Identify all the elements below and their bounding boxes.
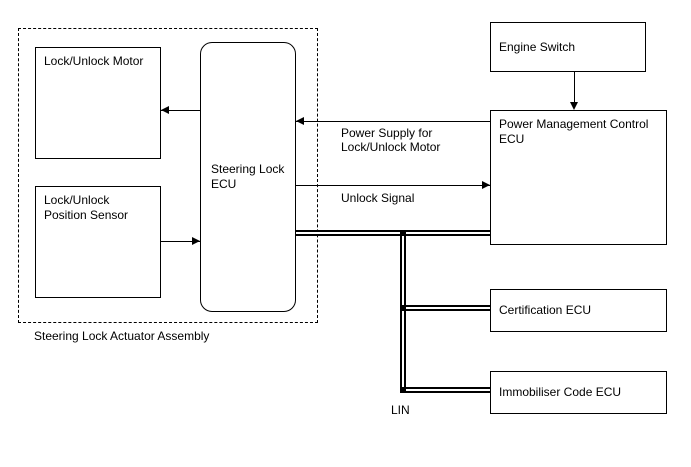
power-supply-arrowhead-icon	[296, 117, 304, 125]
lin-bus-label: LIN	[391, 403, 410, 417]
motor-arrowhead-icon	[161, 106, 169, 114]
node-certification-ecu-label: Certification ECU	[499, 303, 592, 317]
node-engine-switch-label: Engine Switch	[499, 39, 576, 54]
engine-switch-arrowhead-icon	[570, 102, 578, 110]
motor-connector-line	[161, 110, 200, 111]
node-certification-ecu: Certification ECU	[490, 289, 667, 332]
lin-bus-vertical-line	[400, 230, 406, 393]
steering-lock-actuator-assembly-boundary	[18, 28, 318, 323]
lin-bus-main-line	[296, 230, 490, 236]
node-power-management-control-ecu-label: Power Management Control ECU	[499, 117, 649, 146]
node-steering-lock-ecu: Steering Lock ECU	[200, 42, 296, 312]
node-lock-unlock-position-sensor: Lock/Unlock Position Sensor	[35, 186, 161, 298]
assembly-label: Steering Lock Actuator Assembly	[34, 329, 210, 343]
sensor-connector-line	[161, 241, 200, 242]
unlock-signal-label: Unlock Signal	[341, 191, 415, 205]
engine-switch-connector-line	[574, 72, 575, 103]
lin-bus-immobiliser-branch	[400, 387, 490, 393]
lin-bus-junction-top	[400, 230, 406, 236]
unlock-signal-arrowhead-icon	[482, 181, 490, 189]
node-immobiliser-code-ecu: Immobiliser Code ECU	[490, 371, 667, 414]
power-supply-label: Power Supply for Lock/Unlock Motor	[341, 126, 441, 155]
node-immobiliser-code-ecu-label: Immobiliser Code ECU	[499, 385, 622, 399]
sensor-arrowhead-icon	[192, 237, 200, 245]
power-supply-connector-line	[296, 121, 490, 122]
node-power-management-control-ecu: Power Management Control ECU	[490, 110, 667, 245]
unlock-signal-connector-line	[296, 185, 490, 186]
lin-bus-junction-certification	[400, 305, 406, 311]
node-steering-lock-ecu-label: Steering Lock ECU	[211, 162, 285, 191]
node-lock-unlock-motor-label: Lock/Unlock Motor	[44, 54, 144, 68]
node-engine-switch: Engine Switch	[490, 22, 646, 72]
node-lock-unlock-position-sensor-label: Lock/Unlock Position Sensor	[44, 193, 129, 222]
lin-bus-junction-immobiliser	[400, 387, 406, 393]
node-lock-unlock-motor: Lock/Unlock Motor	[35, 47, 161, 159]
lin-bus-certification-branch	[400, 305, 490, 311]
